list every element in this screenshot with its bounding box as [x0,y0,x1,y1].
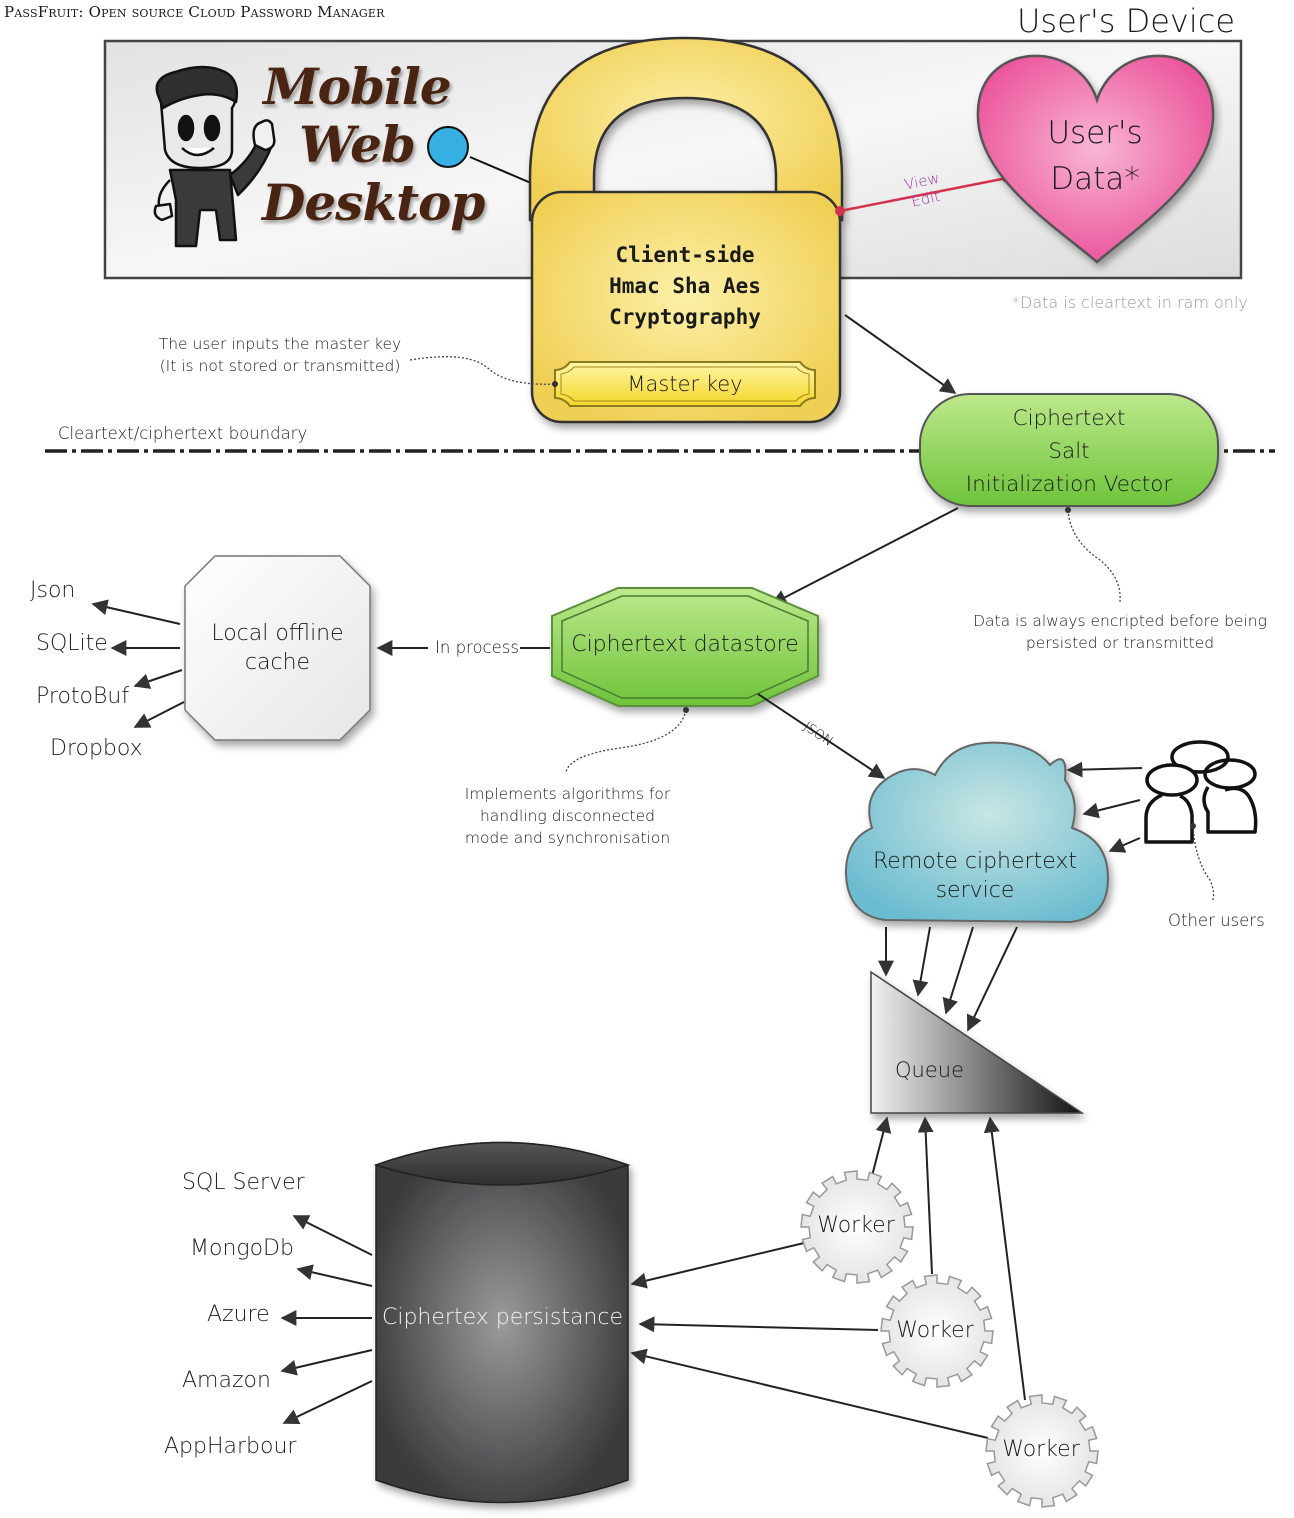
persist-target-sqlserver: SQL Server [182,1170,305,1195]
datastore-note-leader [565,709,687,773]
worker-label-2: Worker [896,1318,974,1343]
platform-list: Mobile Web Desktop [262,57,485,232]
page-title: PassFruit: Open source Cloud Password Ma… [4,3,385,21]
ciphertext-line-3: Initialization Vector [965,472,1173,497]
encrypt-note: Data is always encripted before being pe… [965,610,1275,654]
boundary-label: Cleartext/ciphertext boundary [58,424,308,443]
local-cache-line-1: Local offline [211,621,344,646]
lock-text: Client-side Hmac Sha Aes Cryptography [560,240,810,333]
ciphertext-text: Ciphertext Salt Initialization Vector [925,402,1213,501]
blue-dot-icon [427,126,469,168]
lock-line-1: Client-side [615,243,755,267]
cache-target-dropbox: Dropbox [50,736,143,761]
encrypt-note-leader [1067,509,1121,603]
platform-mobile: Mobile [263,57,451,116]
local-cache-text: Local offline cache [190,619,365,677]
datastore-text: Ciphertext datastore [571,632,799,657]
persistance-label: Ciphertex persistance [381,1305,623,1330]
cache-target-protobuf: ProtoBuf [36,684,130,709]
other-users-icon [1144,740,1258,844]
view-edit-link [839,176,1008,213]
encrypt-note-line-2: persisted or transmitted [1025,634,1215,652]
view-edit-label: View Edit [903,169,945,212]
local-cache-line-2: cache [244,650,311,675]
local-cache-octagon [184,555,371,741]
remote-line-2: service [935,878,1015,903]
queue-triangle [870,970,1085,1114]
heart-icon [976,54,1215,264]
ciphertext-line-1: Ciphertext [1012,406,1126,431]
persist-target-appharbour: AppHarbour [164,1434,297,1459]
persist-target-azure: Azure [207,1302,270,1327]
master-key-note-line-1: The user inputs the master key [158,335,402,353]
device-label: User's Device [1017,2,1236,40]
master-key-label: Master key [627,372,743,396]
cleartext-footnote: *Data is cleartext in ram only [1012,293,1248,312]
remote-service-cloud [844,741,1110,924]
persistance-cylinder [373,1141,631,1504]
in-process-label: In process [435,638,519,657]
worker-gears [800,1170,1099,1508]
ciphertext-pill [919,393,1219,507]
worker-gear-icon [800,1170,914,1284]
datastore-note-line-2: handling disconnected [479,807,656,825]
cache-target-sqlite: SQLite [36,631,108,656]
master-key-badge [554,361,816,407]
datastore-note: Implements algorithms for handling disco… [450,783,685,849]
ciphertext-to-datastore-arrow [770,507,959,605]
master-key-note-leader [409,356,556,385]
encrypt-note-line-1: Data is always encripted before being [973,612,1267,630]
ciphertext-datastore-hexagon [551,587,819,707]
worker-gear-icon [985,1394,1099,1508]
heart-line-1: User's [1047,115,1143,151]
remote-line-1: Remote ciphertext [873,849,1077,874]
heart-line-2: Data* [1050,161,1140,197]
lock-to-ciphertext-arrow [844,314,957,394]
other-users-label: Other users [1168,911,1265,930]
heart-text: User's Data* [1010,110,1180,202]
worker-label-3: Worker [1002,1437,1080,1462]
worker-gear-icon [880,1274,994,1388]
lock-line-3: Cryptography [609,305,761,329]
master-key-note-line-2: (It is not stored or transmitted) [159,357,401,375]
datastore-note-line-3: mode and synchronisation [464,829,671,847]
json-arrow [757,693,886,779]
lock-line-2: Hmac Sha Aes [609,274,761,298]
remote-service-text: Remote ciphertext service [860,847,1090,905]
persist-target-mongodb: MongoDb [190,1236,294,1261]
user-cartoon-icon [153,65,276,248]
queue-label: Queue [895,1058,964,1082]
platform-desktop: Desktop [262,173,485,232]
worker-label-1: Worker [817,1213,895,1238]
datastore-note-line-1: Implements algorithms for [464,785,671,803]
persist-target-amazon: Amazon [182,1368,271,1393]
platform-web: Web [299,115,416,174]
ciphertext-line-2: Salt [1048,439,1090,464]
other-users-note-leader [1192,825,1215,903]
cache-target-json: Json [30,578,76,603]
master-key-note: The user inputs the master key (It is no… [150,333,410,377]
